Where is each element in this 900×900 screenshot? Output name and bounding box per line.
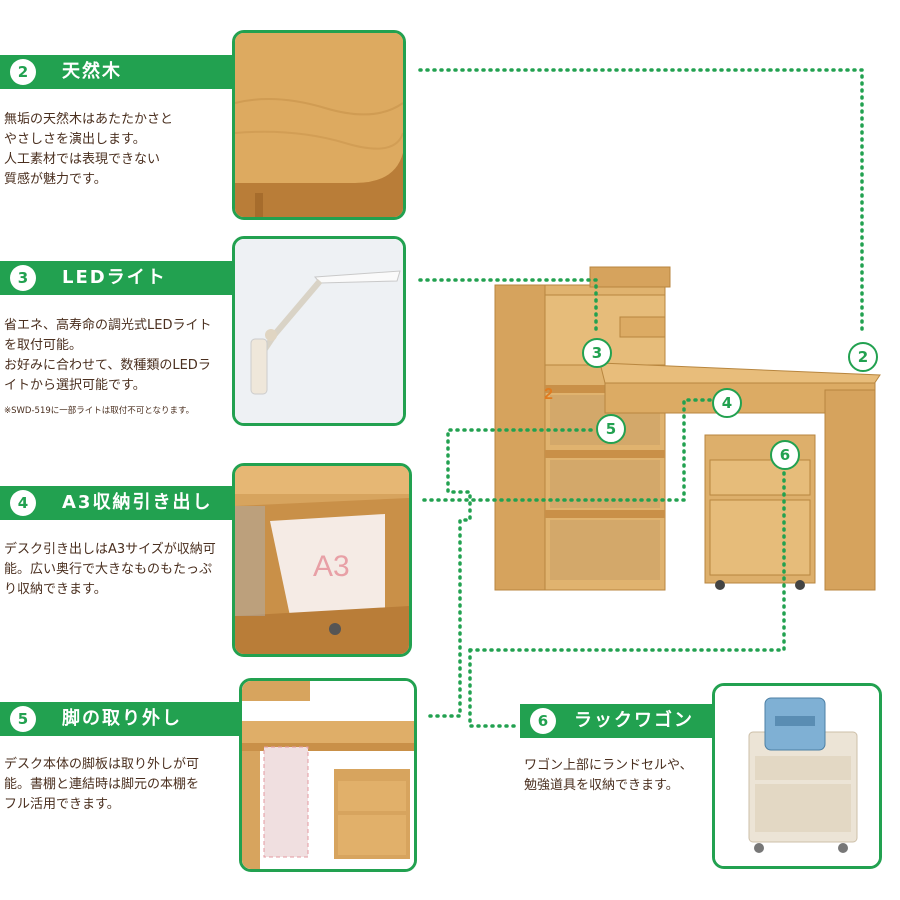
orange-marker-label: 2 xyxy=(544,386,553,403)
callout-4: 4 xyxy=(712,388,742,418)
a3-paper-label: A3 xyxy=(313,550,350,583)
a3-drawer-photo: A3 xyxy=(232,463,412,657)
feature-4-header: 4 A3収納引き出し xyxy=(0,486,250,520)
feature-5-description: デスク本体の脚板は取り外しが可 能。書棚と連結時は脚元の本棚を フル活用できます… xyxy=(4,757,200,812)
callout-6: 6 xyxy=(770,440,800,470)
feature-3-header: 3 LEDライト xyxy=(0,261,250,295)
feature-5-header: 5 脚の取り外し xyxy=(0,702,250,736)
feature-3-number: 3 xyxy=(10,265,36,291)
feature-6-number: 6 xyxy=(530,708,556,734)
feature-6-header: 6 ラックワゴン xyxy=(520,704,714,738)
feature-4-number: 4 xyxy=(10,490,36,516)
feature-4-title: A3収納引き出し xyxy=(62,492,213,513)
feature-3-description: 省エネ、高寿命の調光式LEDライト を取付可能。 お好みに合わせて、数種類のLE… xyxy=(4,318,212,393)
led-light-photo xyxy=(232,236,406,426)
feature-4-description: デスク引き出しはA3サイズが収納可 能。広い奥行で大きなものもたっぷ り収納でき… xyxy=(4,542,216,597)
feature-2-title: 天然木 xyxy=(62,61,122,82)
feature-3-note: ※SWD-519に一部ライトは取付不可となります。 xyxy=(4,406,195,416)
rack-wagon-photo xyxy=(712,683,882,869)
callout-3: 3 xyxy=(582,338,612,368)
removable-leg-photo xyxy=(239,678,417,872)
feature-6-title: ラックワゴン xyxy=(574,710,694,731)
natural-wood-photo xyxy=(232,30,406,220)
feature-3-title: LEDライト xyxy=(62,267,167,288)
feature-2-header: 2 天然木 xyxy=(0,55,250,89)
study-desk-illustration: 2 xyxy=(494,266,881,591)
feature-5-number: 5 xyxy=(10,706,36,732)
callout-5: 5 xyxy=(596,414,626,444)
feature-6-description: ワゴン上部にランドセルや、 勉強道具を収納できます。 xyxy=(524,758,693,793)
callout-2: 2 xyxy=(848,342,878,372)
feature-2-number: 2 xyxy=(10,59,36,85)
feature-5-title: 脚の取り外し xyxy=(62,708,182,729)
feature-2-description: 無垢の天然木はあたたかさと やさしさを演出します。 人工素材では表現できない 質… xyxy=(4,112,174,187)
